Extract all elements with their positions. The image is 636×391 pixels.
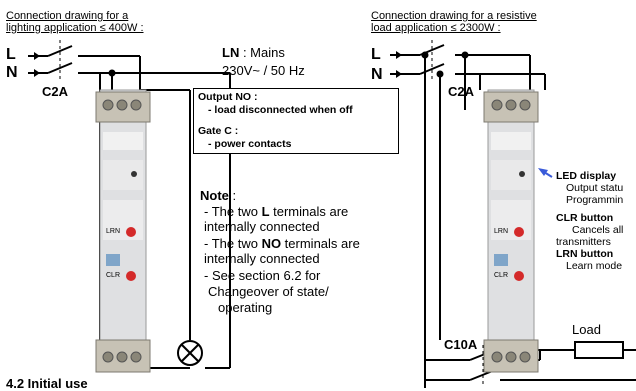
right-terminal-l: L <box>371 46 381 63</box>
note-heading: Note : <box>200 188 237 203</box>
led-arrow <box>538 168 553 178</box>
note-line3: - The two NO terminals are <box>204 236 360 251</box>
right-terminal-n: N <box>371 66 383 83</box>
left-relay-device <box>95 89 151 373</box>
left-lrn-label: LRN <box>106 228 121 235</box>
clr-button-title: CLR button <box>556 212 614 224</box>
left-diagram-title-line2: lighting application ≤ 400W : <box>6 22 144 34</box>
clr-button-line1: Cancels all <box>572 224 624 236</box>
left-breaker-label: C2A <box>42 84 69 99</box>
note-line6: Changeover of state/ <box>208 284 329 299</box>
led-display-title: LED display <box>556 170 617 182</box>
note-line4: internally connected <box>204 251 320 266</box>
note-line7: operating <box>218 300 273 315</box>
gate-title: Gate C : <box>198 125 239 137</box>
clr-button-line2: transmitters <box>556 236 611 248</box>
load-label: Load <box>572 322 601 337</box>
output-info-box: Output NO : - load disconnected when off… <box>193 88 399 154</box>
right-diagram-title-line1: Connection drawing for a resistive <box>371 10 537 22</box>
right-breaker-top-label: C2A <box>448 84 475 99</box>
output-desc: - load disconnected when off <box>208 104 353 116</box>
left-diagram-title-line1: Connection drawing for a <box>6 10 129 22</box>
section-heading: 4.2 Initial use <box>6 376 88 391</box>
led-display-line2: Programmin <box>566 194 624 206</box>
led-display-line1: Output statu <box>566 182 624 194</box>
note-line2: internally connected <box>204 219 320 234</box>
lrn-button-title: LRN button <box>556 248 614 260</box>
left-terminal-n: N <box>6 64 18 81</box>
lrn-button-line1: Learn mode <box>566 260 623 272</box>
output-title: Output NO : <box>198 91 258 103</box>
right-clr-label: CLR <box>494 272 509 279</box>
lamp-symbol <box>177 340 203 366</box>
left-clr-label: CLR <box>106 272 121 279</box>
right-relay-device <box>483 89 539 373</box>
mains-label: LN : Mains <box>222 45 285 60</box>
gate-desc: - power contacts <box>208 138 292 150</box>
note-line5: - See section 6.2 for <box>204 268 321 283</box>
left-terminal-l: L <box>6 46 16 63</box>
load-resistor <box>574 341 624 359</box>
right-lrn-label: LRN <box>494 228 509 235</box>
right-diagram-title-line2: load application ≤ 2300W : <box>371 22 501 34</box>
right-breaker-bottom-label: C10A <box>444 337 478 352</box>
note-line1: - The two L terminals are <box>204 204 349 219</box>
mains-voltage: 230V~ / 50 Hz <box>222 63 305 78</box>
